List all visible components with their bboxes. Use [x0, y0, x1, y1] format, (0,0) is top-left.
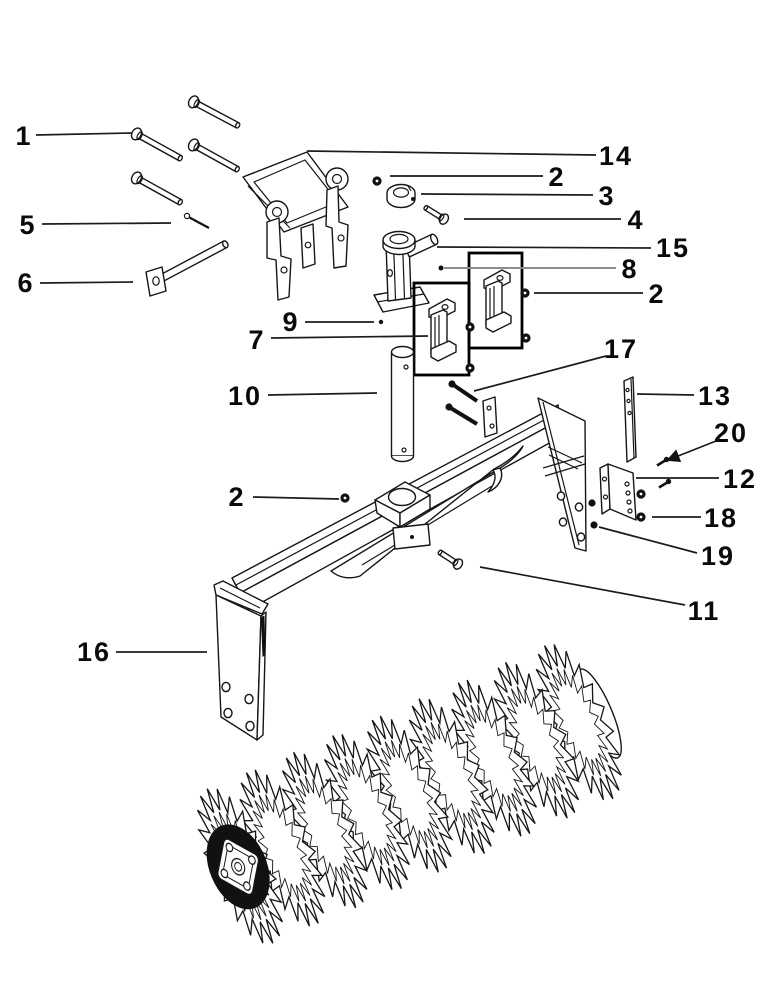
part-3-shaft-collar — [386, 183, 416, 209]
leader-20 — [666, 440, 717, 463]
leader-2c — [252, 496, 340, 500]
part-17-carriage-bolts — [445, 380, 498, 438]
spike-ring — [408, 698, 495, 854]
callout-15: 15 — [656, 233, 690, 263]
leader-11 — [479, 566, 686, 606]
callout-4: 4 — [627, 205, 644, 235]
part-10-stand-tube — [390, 345, 415, 463]
part-2-nut-box-c — [465, 322, 475, 332]
callout-3: 3 — [598, 181, 615, 211]
spike-ring-inner — [337, 758, 397, 866]
spike-ring-inner — [506, 686, 567, 795]
callout-11: 11 — [688, 596, 721, 626]
leader-19 — [598, 526, 698, 554]
end-plate-left-part-16 — [213, 580, 269, 741]
spike-ring-inner — [295, 775, 355, 885]
callout-7: 7 — [248, 325, 265, 355]
part-14-bracket — [242, 151, 349, 301]
part-2-nut-top — [372, 176, 382, 186]
callout-2c: 2 — [228, 482, 245, 512]
callout-labels: 1 5 6 14 2 3 4 15 8 2 9 7 17 10 13 20 12… — [15, 121, 757, 667]
callout-2a: 2 — [548, 162, 565, 192]
callout-8: 8 — [621, 254, 638, 284]
callout-19: 19 — [701, 541, 735, 571]
part-2-nut-box-a — [520, 288, 530, 298]
part-12-angle-bracket — [599, 463, 637, 521]
part-8-set-screw — [438, 265, 444, 271]
spike-ring-inner — [422, 722, 482, 831]
spike-ring — [365, 715, 454, 873]
spike-ring — [323, 734, 411, 891]
spike-ring — [535, 644, 622, 801]
leader-15 — [436, 246, 652, 249]
leader-lines — [35, 132, 719, 653]
part-2-nut-box-b — [521, 333, 531, 343]
end-plate-right — [537, 397, 587, 552]
callout-12: 12 — [723, 464, 757, 494]
leader-14 — [306, 150, 597, 156]
leader-3 — [420, 193, 594, 196]
leader-5 — [41, 222, 172, 225]
part-5-cotter-pin — [183, 212, 210, 229]
callout-9: 9 — [282, 307, 299, 337]
callout-1: 1 — [15, 121, 32, 151]
callout-2b: 2 — [648, 279, 665, 309]
part-19-bolt-head-b — [590, 521, 598, 529]
part-18-nut-b — [636, 512, 646, 522]
leader-6 — [39, 281, 134, 284]
callout-5: 5 — [19, 210, 36, 240]
leader-13 — [636, 393, 695, 396]
spike-ring-inner — [548, 668, 609, 777]
callout-20: 20 — [714, 418, 748, 448]
leader-17 — [473, 355, 607, 392]
spiked-roller — [196, 644, 622, 944]
part-13-flat-bar — [623, 376, 637, 463]
spike-ring-inner — [252, 794, 313, 902]
part-19-bolt-head-a — [588, 499, 596, 507]
spike-ring-inner — [464, 704, 524, 812]
callout-16: 16 — [77, 637, 111, 667]
part-6-pin — [145, 240, 229, 297]
part-2-nut-bottom — [340, 493, 350, 503]
callout-10: 10 — [228, 381, 262, 411]
roller-bearing-hub — [206, 824, 270, 910]
leader-10 — [267, 392, 378, 396]
callout-13: 13 — [698, 381, 732, 411]
callout-14: 14 — [599, 141, 633, 171]
leader-7 — [270, 335, 429, 339]
callout-17: 17 — [604, 334, 638, 364]
callout-18: 18 — [704, 503, 738, 533]
part-9-set-screw — [378, 319, 384, 325]
callout-6: 6 — [17, 268, 34, 298]
frame-beam — [231, 404, 563, 611]
leader-1 — [35, 132, 133, 136]
part-18-nut-a — [636, 489, 646, 499]
part-2-nut-box-d — [465, 363, 475, 373]
spike-ring-inner — [379, 740, 440, 849]
